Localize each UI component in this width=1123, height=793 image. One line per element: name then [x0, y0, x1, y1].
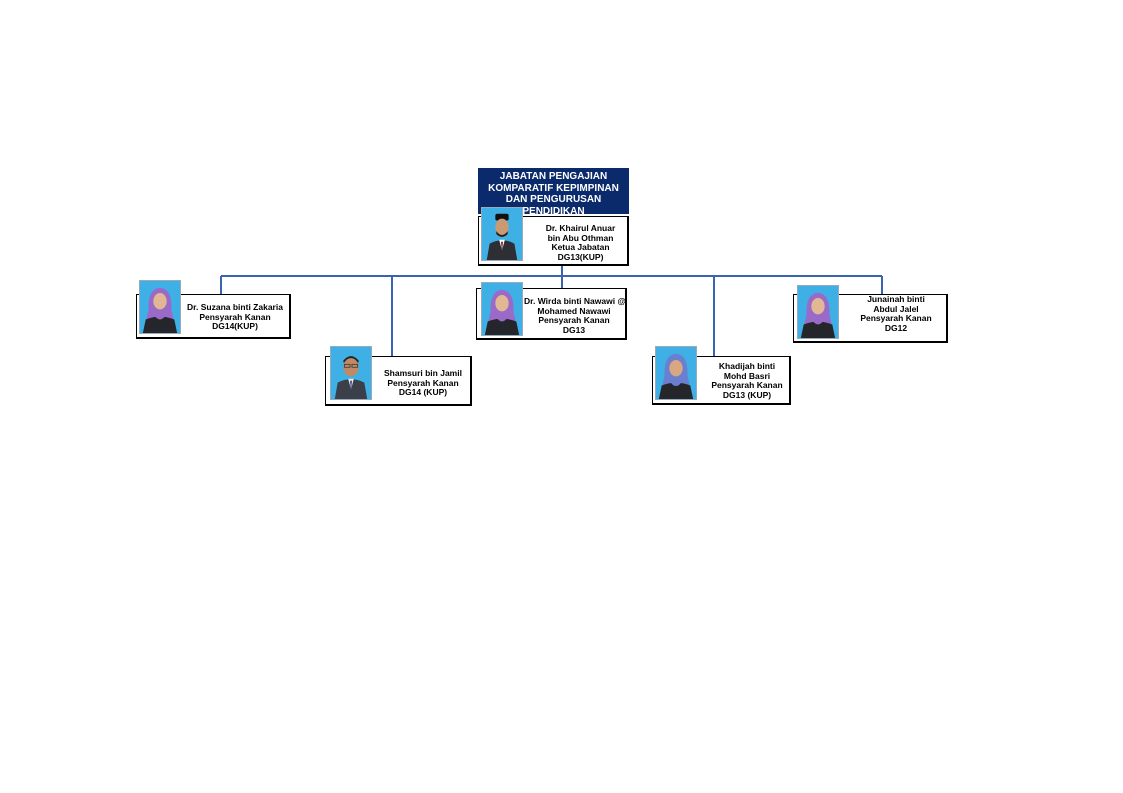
head-grade: DG13(KUP): [557, 251, 604, 262]
member-info-suzana: Dr. Suzana binti Zakaria Pensyarah Kanan…: [183, 302, 287, 332]
portrait-icon: [656, 347, 696, 399]
member-name-wirda-line-1: Dr. Wirda binti Nawawi @: [524, 296, 626, 306]
member-info-wirda: Dr. Wirda binti Nawawi @ Mohamed Nawawi …: [524, 296, 626, 335]
portrait-icon: [798, 286, 838, 338]
head-name-line-1: Dr. Khairul Anuar: [545, 223, 616, 233]
portrait-icon: [482, 283, 522, 335]
member-grade-shamsuri: DG14 (KUP): [398, 387, 448, 397]
member-grade-junainah: DG12: [884, 322, 908, 333]
member-position-junainah: Pensyarah Kanan: [860, 313, 932, 323]
portrait-icon: [140, 281, 180, 333]
department-title-line-1: JABATAN PENGAJIAN: [499, 171, 608, 182]
member-grade-wirda: DG13: [562, 324, 586, 335]
member-name-suzana: Dr. Suzana binti Zakaria: [187, 302, 283, 312]
member-name-wirda-line-2: Mohamed Nawawi: [537, 305, 611, 316]
portrait-icon: [482, 208, 522, 260]
head-photo: [481, 207, 523, 261]
department-title-line-2: KOMPARATIF KEPIMPINAN: [488, 182, 619, 194]
member-photo-shamsuri: [330, 346, 372, 400]
member-info-shamsuri: Shamsuri bin Jamil Pensyarah Kanan DG14 …: [378, 368, 468, 398]
portrait-icon: [331, 347, 371, 399]
member-name-junainah-line-1: Junainah binti: [867, 294, 925, 304]
member-name-khadijah-line-1: Khadijah binti: [718, 361, 776, 371]
department-title-line-4: PENDIDIKAN: [522, 205, 585, 217]
member-photo-wirda: [481, 282, 523, 336]
member-name-khadijah-line-2: Mohd Basri: [723, 370, 771, 381]
member-position-suzana: Pensyarah Kanan: [199, 311, 271, 322]
head-position: Ketua Jabatan: [551, 242, 610, 252]
member-photo-suzana: [139, 280, 181, 334]
member-info-khadijah: Khadijah binti Mohd Basri Pensyarah Kana…: [704, 361, 790, 400]
member-position-khadijah: Pensyarah Kanan: [711, 380, 783, 390]
member-name-shamsuri: Shamsuri bin Jamil: [384, 368, 462, 378]
member-position-wirda: Pensyarah Kanan: [538, 315, 610, 325]
member-info-junainah: Junainah binti Abdul Jalel Pensyarah Kan…: [848, 294, 944, 333]
department-title-line-3: DAN PENGURUSAN: [505, 194, 602, 205]
department-title: JABATAN PENGAJIAN KOMPARATIF KEPIMPINAN …: [478, 168, 629, 217]
member-position-shamsuri: Pensyarah Kanan: [387, 377, 459, 388]
member-photo-khadijah: [655, 346, 697, 400]
member-photo-junainah: [797, 285, 839, 339]
member-grade-khadijah: DG13 (KUP): [722, 389, 772, 400]
member-grade-suzana: DG14(KUP): [212, 321, 258, 331]
head-name-line-2: bin Abu Othman: [547, 232, 614, 243]
member-name-junainah-line-2: Abdul Jalel: [873, 303, 919, 314]
head-info: Dr. Khairul Anuar bin Abu Othman Ketua J…: [533, 223, 628, 262]
